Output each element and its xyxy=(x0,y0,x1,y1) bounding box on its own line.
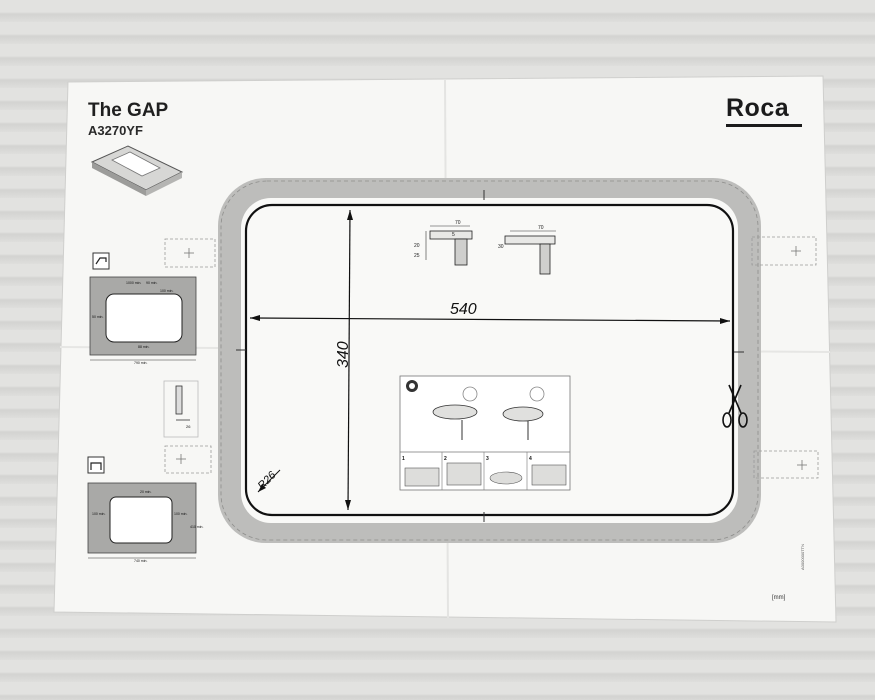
countertop-top-dim-5: 88 min. xyxy=(138,345,150,349)
brand-logo: Roca xyxy=(726,94,790,122)
width-label: 540 xyxy=(450,301,477,318)
units-label: [mm] xyxy=(772,595,786,601)
instruction-step-2: 2 xyxy=(444,456,447,462)
width-dimension xyxy=(249,315,731,324)
countertop-top-dim-6: 790 min. xyxy=(134,361,147,365)
height-label: 340 xyxy=(335,341,352,368)
model-number: A3270YF xyxy=(88,123,143,138)
installation-instructions-panel xyxy=(399,375,571,491)
instruction-step-1: 1 xyxy=(402,456,405,462)
countertop-bottom-dim-2: 100 min. xyxy=(92,512,105,516)
product-title: The GAP xyxy=(88,100,169,121)
countertop-bottom-dim-3: 100 min. xyxy=(174,512,187,516)
countertop-top-dim-3: 100 min. xyxy=(160,289,173,293)
countertop-diagram-top xyxy=(89,252,197,361)
fixing-marker-left-top xyxy=(164,238,216,268)
cutout-template xyxy=(218,178,761,543)
height-dimension xyxy=(345,209,353,511)
countertop-top-dim-2: 90 min. xyxy=(146,281,158,285)
detail-dim-d: 5 xyxy=(452,232,455,238)
fixing-marker-right-top xyxy=(751,236,817,266)
detail-dim-e: 70 xyxy=(538,225,544,231)
brand-logo-underline xyxy=(726,124,802,127)
document-code: A0000000TTN xyxy=(800,543,805,570)
side-detail-dim: 26 xyxy=(186,424,191,429)
detail-dim-f: 30 xyxy=(498,244,504,250)
instruction-step-4: 4 xyxy=(529,456,532,462)
tap-detail-drawing xyxy=(425,225,556,275)
countertop-bottom-dim-5: 410 min. xyxy=(190,525,203,529)
countertop-top-dim-4: 50 min. xyxy=(92,315,104,319)
side-profile-detail xyxy=(163,380,199,438)
countertop-bottom-dim-1: 20 min. xyxy=(140,490,152,494)
countertop-diagram-bottom xyxy=(87,456,197,559)
detail-dim-b: 20 xyxy=(414,243,420,249)
instruction-step-3: 3 xyxy=(486,456,489,462)
scissors-icon xyxy=(722,384,748,428)
fixing-marker-left-bottom xyxy=(164,445,212,474)
detail-dim-a: 70 xyxy=(455,220,461,226)
fixing-marker-right-bottom xyxy=(753,450,819,479)
sink-thumbnail xyxy=(90,145,184,196)
radius-dimension xyxy=(257,469,281,493)
countertop-bottom-dim-4: 740 min. xyxy=(134,559,147,563)
countertop-top-dim-1: 1000 min. xyxy=(126,281,141,285)
detail-dim-c: 25 xyxy=(414,253,420,259)
